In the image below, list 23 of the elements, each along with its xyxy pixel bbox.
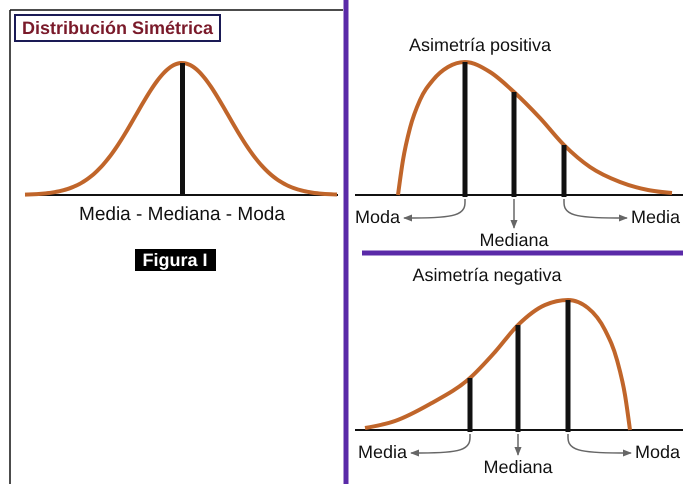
measure-label: Media [358, 441, 408, 463]
vertical-bar [566, 300, 570, 432]
vertical-bar [462, 62, 468, 197]
arrow [403, 199, 466, 222]
axis-caption: Media - Mediana - Moda [79, 204, 285, 226]
measure-label: Media [631, 206, 680, 228]
arrow [567, 434, 632, 457]
measure-label: Moda [355, 206, 400, 228]
vertical-bar [512, 92, 516, 197]
measure-label: Moda [635, 441, 680, 463]
measure-label: Mediana [484, 456, 553, 478]
vertical-bar [516, 325, 520, 432]
vertical-bar [562, 145, 566, 197]
diagram-title: Distribución Simétrica [14, 14, 222, 42]
arrow [510, 199, 518, 229]
figure-label: Figura I [134, 249, 216, 271]
arrow [514, 434, 522, 456]
vertical-bar [468, 378, 472, 432]
measure-label: Mediana [480, 229, 549, 251]
arrow [563, 199, 628, 222]
panel-title: Asimetría negativa [412, 264, 562, 286]
panel-title: Asimetría positiva [409, 34, 552, 56]
arrow [410, 434, 471, 457]
